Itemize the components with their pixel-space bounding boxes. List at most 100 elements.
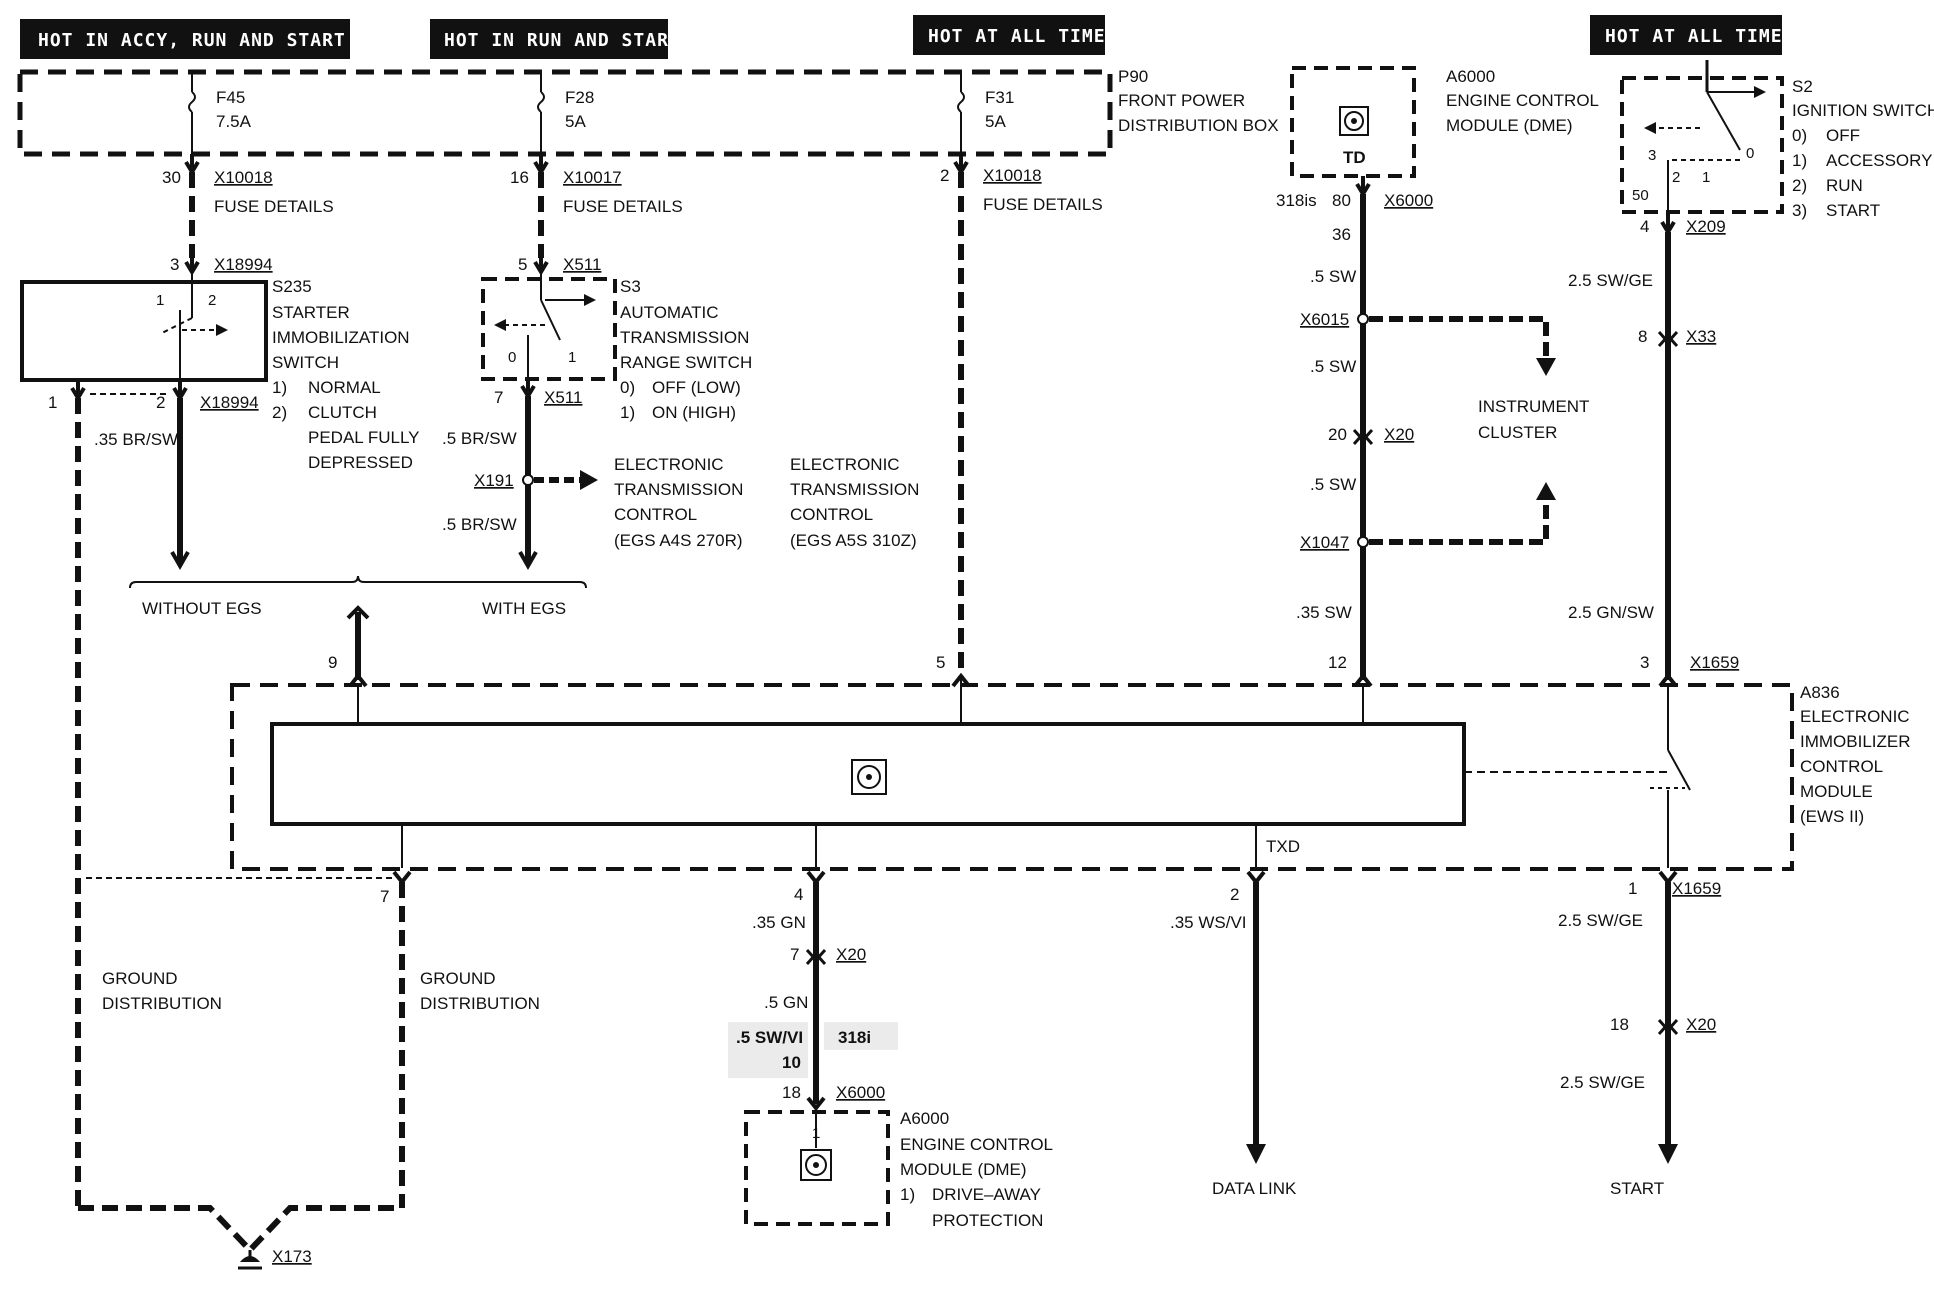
label-bottom-pin10: 10 — [782, 1053, 801, 1072]
label-a6000top-variant: 318is — [1276, 191, 1317, 210]
label-s3-o1t: ON (HIGH) — [652, 403, 736, 422]
label-a6000top-td: TD — [1343, 148, 1366, 167]
label-s235-o2: 2) — [272, 403, 287, 422]
label-s235-o2b: PEDAL FULLY — [308, 428, 420, 447]
s3-switch: 5 X511 0 1 — [481, 255, 617, 381]
label-bottom-w25: 2.5 SW/GE — [1558, 911, 1643, 930]
label-s3-p0: 0 — [508, 349, 516, 366]
label-s2-x1659: X1659 — [1690, 653, 1739, 672]
label-bottom-ecm1: ENGINE CONTROL — [900, 1135, 1053, 1154]
label-a6000top-l2: MODULE (DME) — [1446, 116, 1573, 135]
label-s3-id: S3 — [620, 277, 641, 296]
label-a6000top-l1: ENGINE CONTROL — [1446, 91, 1599, 110]
label-s235-p1: 1 — [156, 292, 164, 309]
label-s235-l2: IMMOBILIZATION — [272, 328, 410, 347]
label-s235-conn_top: X18994 — [214, 255, 273, 274]
label-bottom-a6000: A6000 — [900, 1109, 949, 1128]
label-a6000top-id: A6000 — [1446, 67, 1495, 86]
label-bottom-wws: .35 WS/VI — [1170, 913, 1247, 932]
label-s2-conn: X209 — [1686, 217, 1726, 236]
label-s2-id: S2 — [1792, 77, 1813, 96]
label-s2-o3: 3) — [1792, 201, 1807, 220]
label-fuses-f31-amp: 5A — [985, 112, 1006, 131]
label-egs-without: WITHOUT EGS — [142, 599, 262, 618]
label-bottom-gnd1b: DISTRIBUTION — [102, 994, 222, 1013]
p90-id: P90 — [1118, 67, 1148, 86]
label-fuses-f31-conn: X10018 — [983, 166, 1042, 185]
label-a6000top-pin20: 20 — [1328, 425, 1347, 444]
label-s2-p50: 50 — [1632, 187, 1649, 204]
label-a6000top-x20: X20 — [1384, 425, 1414, 444]
label-fuses-f28-id: F28 — [565, 88, 594, 107]
label-a836-l1: ELECTRONIC — [1800, 707, 1910, 726]
label-egs-b3: CONTROL — [790, 505, 873, 524]
label-a6000top-w1: .5 SW — [1310, 267, 1356, 286]
label-a6000top-w2: .5 SW — [1310, 357, 1356, 376]
label-s2-p1: 1 — [1702, 169, 1710, 186]
label-s235-id: S235 — [272, 277, 312, 296]
label-bottom-w5gn: .5 GN — [764, 993, 808, 1012]
label-bottom-x20b: X20 — [1686, 1015, 1716, 1034]
label-a836-l3: CONTROL — [1800, 757, 1883, 776]
label-s235-o1: 1) — [272, 378, 287, 397]
label-s2-o2t: RUN — [1826, 176, 1863, 195]
label-s2-w1: 2.5 SW/GE — [1568, 271, 1653, 290]
label-a6000top-conn: X6000 — [1384, 191, 1433, 210]
label-s3-conn_top: X511 — [563, 255, 601, 274]
label-s2-o0t: OFF — [1826, 126, 1860, 145]
label-bottom-datalink: DATA LINK — [1212, 1179, 1297, 1198]
label-bottom-ecm2: MODULE (DME) — [900, 1160, 1027, 1179]
label-bottom-x173: X173 — [272, 1247, 312, 1266]
label-egs-a4: (EGS A4S 270R) — [614, 531, 743, 550]
label-egs-b1: ELECTRONIC — [790, 455, 900, 474]
header-hot-all-times-2: HOT AT ALL TIMES — [1590, 15, 1793, 55]
label-a836-l4: MODULE — [1800, 782, 1873, 801]
label-fuses-f45-detail: FUSE DETAILS — [214, 197, 334, 216]
s235-switch: 3 X18994 1 2 — [20, 255, 273, 382]
label-bottom-pin18: 18 — [782, 1083, 801, 1102]
label-s2-p0: 0 — [1746, 145, 1754, 162]
label-s3-x191: X191 — [474, 471, 514, 490]
label-s235-l1: STARTER — [272, 303, 350, 322]
label-bottom-pin4: 4 — [794, 885, 803, 904]
label-s2-pin4: 4 — [1640, 217, 1649, 236]
label-s235-wire: .35 BR/SW — [94, 430, 178, 449]
label-egs-a3: CONTROL — [614, 505, 697, 524]
label-egs-with: WITH EGS — [482, 599, 566, 618]
label-s235-out_conn: X18994 — [200, 393, 259, 412]
label-s2-o0: 0) — [1792, 126, 1807, 145]
p90-distribution-box — [17, 69, 1113, 157]
label-bottom-x6000: X6000 — [836, 1083, 885, 1102]
a836-module-icon — [851, 759, 887, 795]
label-bottom-pin7: 7 — [380, 887, 389, 906]
label-s2-pin3: 3 — [1640, 653, 1649, 672]
label-bottom-ecm4: PROTECTION — [932, 1211, 1043, 1230]
label-bottom-pin7b: 7 — [790, 945, 799, 964]
label-s235-out_pin2: 2 — [156, 393, 165, 412]
label-bottom-x1659: X1659 — [1672, 879, 1721, 898]
fuse-f45: F45 7.5A — [188, 72, 252, 154]
label-a836-l2: IMMOBILIZER — [1800, 732, 1911, 751]
a836-module-body — [270, 722, 1466, 826]
a6000-bottom-module: 1 — [744, 1108, 890, 1226]
label-s2-w2: 2.5 GN/SW — [1568, 603, 1654, 622]
label-bottom-ecm3t: DRIVE–AWAY — [932, 1185, 1041, 1204]
label-s2-pin8: 8 — [1638, 327, 1647, 346]
label-a6000top-pin80: 80 — [1332, 191, 1351, 210]
label-bottom-v318i: 318i — [838, 1028, 871, 1047]
label-s3-o1: 1) — [620, 403, 635, 422]
fuse-f31: F31 5A — [957, 72, 1014, 154]
header-hot-accy-run-start: HOT IN ACCY, RUN AND START — [20, 19, 350, 59]
label-a836-id: A836 — [1800, 683, 1840, 702]
label-fuses-f45-conn: X10018 — [214, 168, 273, 187]
label-egs-a1: ELECTRONIC — [614, 455, 724, 474]
label-a836-pin9: 9 — [328, 653, 337, 672]
label-fuses-f28-pin: 16 — [510, 168, 529, 187]
p90-label-2: DISTRIBUTION BOX — [1118, 116, 1279, 135]
label-s235-out_pin1: 1 — [48, 393, 57, 412]
label-s3-o0t: OFF (LOW) — [652, 378, 741, 397]
label-fuses-f31-id: F31 — [985, 88, 1014, 107]
label-headers-h1: HOT IN ACCY, RUN AND START — [38, 30, 346, 51]
label-s3-wire1: .5 BR/SW — [442, 429, 517, 448]
